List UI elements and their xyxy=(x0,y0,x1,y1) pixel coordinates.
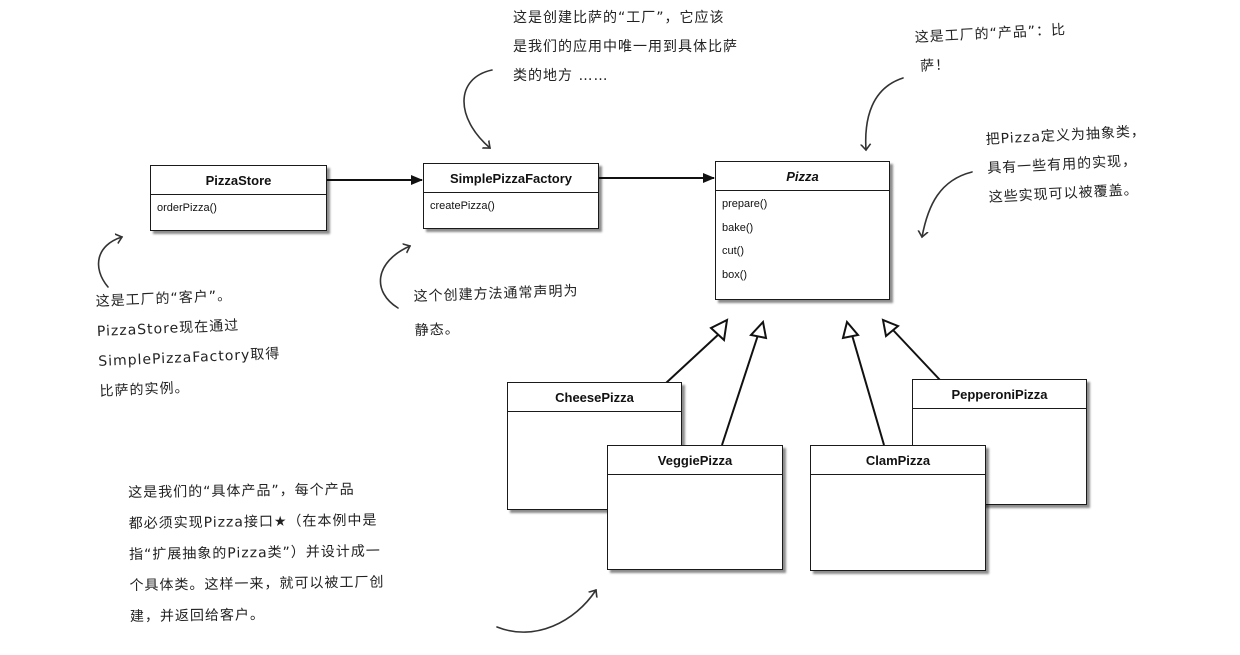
class-name: PizzaStore xyxy=(151,166,326,195)
veggiepizza-class: VeggiePizza xyxy=(607,445,783,570)
class-name: ClamPizza xyxy=(811,446,985,475)
class-name: PepperoniPizza xyxy=(913,380,1086,409)
note-line: 建，并返回给客户。 xyxy=(129,607,266,625)
factory-note: 这是创建比萨的“工厂”，它应该 是我们的应用中唯一用到具体比萨 类的地方 …… xyxy=(513,4,738,91)
static-note-pointer xyxy=(379,246,410,309)
simplepizzafactory-class: SimplePizzaFactory createPizza() xyxy=(423,163,599,229)
note-line: 这是我们的“具体产品”，每个产品 xyxy=(128,481,355,501)
note-line: 这是创建比萨的“工厂”，它应该 xyxy=(513,10,725,26)
method: prepare() xyxy=(722,198,768,210)
note-line: 是我们的应用中唯一用到具体比萨 xyxy=(513,39,738,55)
method: box() xyxy=(722,268,748,281)
class-name: SimplePizzaFactory xyxy=(424,164,598,193)
factory-note-pointer xyxy=(463,69,493,148)
note-line: 都必须实现Pizza接口★（在本例中是 xyxy=(128,512,378,532)
client-note: 这是工厂的“客户”。 PizzaStore现在通过 SimplePizzaFac… xyxy=(95,279,282,407)
abstract-note-pointer xyxy=(922,171,973,237)
method: cut() xyxy=(722,245,744,257)
abstract-note: 把Pizza定义为抽象类， 具有一些有用的实现， 这些实现可以被覆盖。 xyxy=(985,118,1150,213)
method: createPizza() xyxy=(430,200,495,212)
note-line: 指“扩展抽象的Pizza类”）并设计成一 xyxy=(128,543,381,563)
static-note: 这个创建方法通常声明为 静态。 xyxy=(413,274,580,348)
pizza-abstract-class: Pizza prepare() bake() cut() box() xyxy=(715,161,890,300)
note-line: 静态。 xyxy=(414,321,461,339)
client-note-pointer xyxy=(97,237,122,288)
class-name: Pizza xyxy=(716,162,889,191)
pepperonipizza-class: PepperoniPizza xyxy=(912,379,1087,505)
note-line: 这个创建方法通常声明为 xyxy=(413,283,579,305)
class-name: VeggiePizza xyxy=(608,446,782,475)
method: orderPizza() xyxy=(157,202,217,214)
concrete-note: 这是我们的“具体产品”，每个产品 都必须实现Pizza接口★（在本例中是 指“扩… xyxy=(128,474,385,633)
pizzastore-class: PizzaStore orderPizza() xyxy=(150,165,327,231)
note-line: 个具体类。这样一来，就可以被工厂创 xyxy=(129,574,385,594)
concrete-note-pointer xyxy=(496,590,596,633)
note-line: 类的地方 …… xyxy=(513,68,609,84)
product-note: 这是工厂的“产品”：比 萨！ xyxy=(914,16,1068,82)
product-note-pointer xyxy=(866,77,904,150)
inheritance-arrows xyxy=(665,318,941,446)
method: bake() xyxy=(722,221,754,234)
clampizza-class: ClamPizza xyxy=(810,445,986,571)
class-name: CheesePizza xyxy=(508,383,681,412)
